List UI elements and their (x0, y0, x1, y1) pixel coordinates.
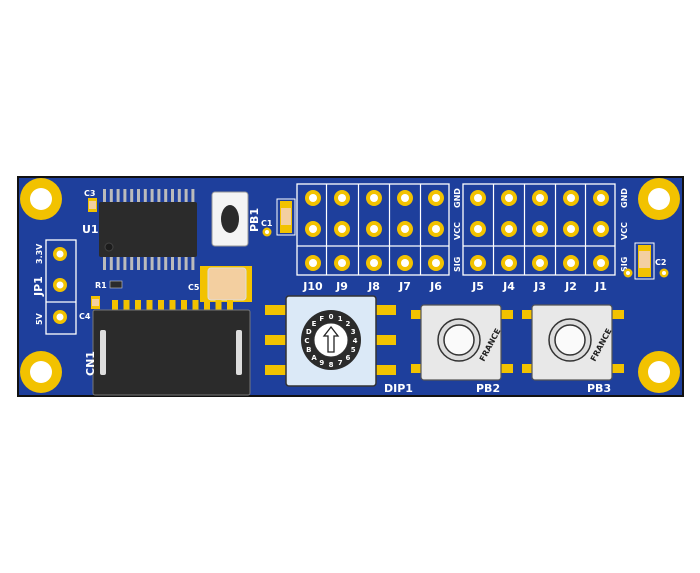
pb3-label: PB3 (587, 382, 611, 395)
vcc-label-left: VCC (453, 222, 462, 240)
header-label: J2 (564, 280, 577, 293)
servo-headers (296, 183, 616, 276)
jp1-label: JP1 (32, 276, 45, 297)
ic-pin (130, 189, 134, 203)
ic-pin (184, 256, 188, 270)
arrow-up-icon (322, 325, 340, 353)
ic-pin (109, 189, 113, 203)
dip-digit: 1 (338, 315, 343, 323)
dip-digit: 3 (351, 328, 356, 336)
dip-digit: 9 (319, 359, 324, 367)
header-label: J10 (302, 280, 323, 293)
dip-digit: C (304, 337, 309, 345)
gnd-label-right: GND (620, 188, 629, 208)
mounting-hole (20, 351, 62, 393)
c2-capacitor (623, 242, 669, 280)
pb3-button[interactable]: FRANCE (522, 304, 624, 381)
header-label: J3 (533, 280, 546, 293)
header-label: J8 (367, 280, 380, 293)
ic-pin (157, 189, 161, 203)
ic-pin (116, 189, 120, 203)
dip-digit: 0 (329, 313, 334, 321)
ic-pin (171, 256, 174, 270)
dip-digit: F (319, 315, 324, 323)
cn1-label: CN1 (84, 351, 97, 376)
c5-capacitor (200, 266, 252, 302)
header-label: J6 (429, 280, 442, 293)
ic-pin (150, 256, 154, 270)
c1-capacitor (262, 198, 296, 237)
ic-pin (130, 256, 134, 270)
u1-ic (99, 189, 197, 270)
mounting-hole (638, 351, 680, 393)
pb2-button[interactable]: FRANCE (411, 304, 513, 381)
mounting-holes (20, 178, 680, 393)
dip-digit: 5 (351, 346, 356, 354)
ic-pin (137, 256, 140, 270)
jp1-3v3-label: 3.3V (35, 243, 44, 264)
ic-pin (123, 256, 127, 270)
ic-pin (164, 189, 168, 203)
ic-pin (103, 189, 106, 203)
ic-pin (164, 256, 168, 270)
vcc-label-right: VCC (620, 222, 629, 240)
c3-label: C3 (84, 189, 95, 198)
c4-label: C4 (79, 312, 91, 321)
dip-digit: 7 (338, 359, 343, 367)
ic-pin (191, 256, 195, 270)
ic-pin (137, 189, 140, 203)
jp1-5v-label: 5V (35, 312, 44, 325)
dip-digit: 6 (346, 354, 351, 362)
header-label: J4 (502, 280, 515, 293)
ic-pin (184, 189, 188, 203)
sig-label-right: SIG (620, 257, 629, 272)
ic-pin (123, 189, 127, 203)
c3-capacitor (88, 198, 97, 212)
r1-label: R1 (95, 281, 107, 290)
header-label: J7 (398, 280, 411, 293)
pb1-label: PB1 (248, 208, 261, 232)
jp1-jumper (45, 239, 77, 335)
ic-pin (109, 256, 113, 270)
u1-label: U1 (82, 223, 99, 236)
ic-pin (191, 189, 195, 203)
header-label: J5 (471, 280, 484, 293)
dip-digit: 4 (353, 337, 358, 345)
ic-pin (177, 256, 181, 270)
dip-digit: E (312, 320, 317, 328)
ic-pin (150, 189, 154, 203)
header-label: J9 (335, 280, 348, 293)
c2-label: C2 (655, 258, 666, 267)
c5-label: C5 (188, 283, 200, 292)
c4-capacitor (91, 296, 100, 309)
pb1-button[interactable] (211, 191, 249, 247)
mounting-hole (20, 178, 62, 220)
dip-digit: A (311, 354, 317, 362)
c1-label: C1 (261, 219, 273, 228)
ic-pin (177, 189, 181, 203)
r1-resistor (109, 280, 123, 289)
ic-pin (103, 256, 106, 270)
dip-digit: 8 (329, 361, 334, 369)
pb2-label: PB2 (476, 382, 500, 395)
mounting-hole (638, 178, 680, 220)
ic-pin (116, 256, 120, 270)
dip-digit: B (306, 346, 311, 354)
ic-pin (171, 189, 174, 203)
ic-pin (157, 256, 161, 270)
cn1-connector (92, 300, 251, 396)
header-label: J1 (594, 280, 607, 293)
ic-pin (143, 256, 147, 270)
dip1-label: DIP1 (384, 382, 413, 395)
dip-digit: 2 (346, 320, 351, 328)
dip-digit: D (306, 328, 312, 336)
gnd-label-left: GND (453, 188, 462, 208)
ic-pin (143, 189, 147, 203)
sig-label-left: SIG (453, 257, 462, 272)
